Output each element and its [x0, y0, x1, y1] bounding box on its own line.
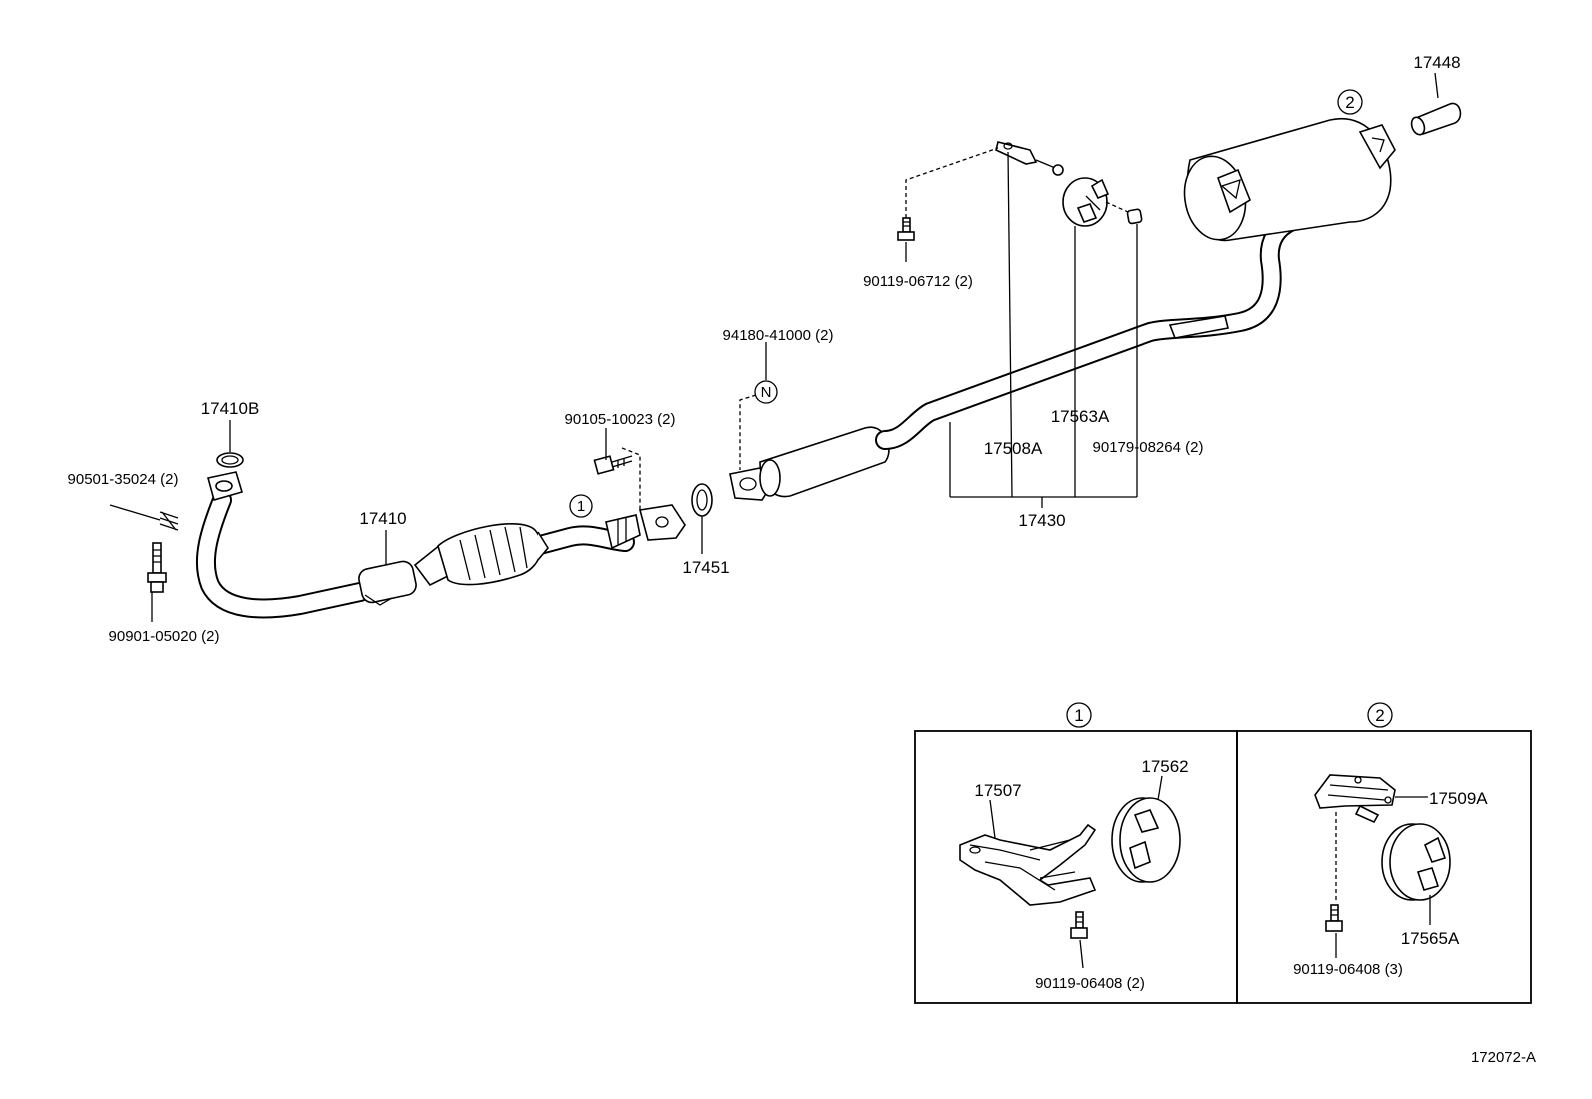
- hanger-bolt[interactable]: [897, 217, 915, 241]
- ref-1-label: 1: [577, 498, 585, 515]
- rubber-hanger-17565a[interactable]: [1381, 823, 1451, 901]
- diagram-id: 172072-A: [1471, 1049, 1536, 1066]
- ref-2-label: 2: [1345, 93, 1354, 112]
- n-mark-label: N: [761, 384, 772, 401]
- part-17509a-label: 17509A: [1429, 789, 1488, 808]
- detail-2-bolt[interactable]: [1325, 904, 1343, 932]
- part-94180-41000-label: 94180-41000 (2): [723, 327, 834, 344]
- part-17448-label: 17448: [1413, 53, 1460, 72]
- gasket-17451[interactable]: [691, 483, 713, 517]
- part-17410-label: 17410: [359, 509, 406, 528]
- ref-circle-2: 2: [1337, 89, 1363, 115]
- part-17508a-label: 17508A: [984, 439, 1043, 458]
- pipe-flange[interactable]: [605, 504, 686, 550]
- detail-box-2: 2 17509A 17565A 90119-06408 (3): [1236, 702, 1532, 1004]
- ref-circle-1: 1: [569, 494, 593, 518]
- part-labels: 17448 90119-06712 (2) 94180-41000 (2) 17…: [68, 53, 1461, 645]
- compression-spring[interactable]: [159, 511, 179, 531]
- part-90501-35024-label: 90501-35024 (2): [68, 471, 179, 488]
- part-17507-label: 17507: [974, 781, 1021, 800]
- tail-pipe-sleeve[interactable]: [1409, 102, 1462, 136]
- part-90105-10023-label: 90105-10023 (2): [565, 411, 676, 428]
- part-90119-06712-label: 90119-06712 (2): [863, 273, 973, 290]
- leader-lines: [109, 72, 1439, 622]
- part-17451-label: 17451: [682, 558, 729, 577]
- center-exhaust-pipe[interactable]: [729, 212, 1300, 501]
- main-muffler[interactable]: [1178, 117, 1396, 245]
- bracket-17507[interactable]: [959, 823, 1097, 906]
- detail-box-1: 1 17507 17562 90119-06408 (2): [914, 702, 1238, 1004]
- part-17562-label: 17562: [1141, 757, 1188, 776]
- detail-1-bolt[interactable]: [1070, 911, 1088, 939]
- detail-1-label: 1: [1074, 706, 1083, 725]
- stud-bolt[interactable]: [147, 542, 167, 593]
- part-17410b-label: 17410B: [201, 399, 260, 418]
- part-17565a-label: 17565A: [1401, 929, 1460, 948]
- detail-2-label: 2: [1375, 706, 1384, 725]
- rubber-hanger-17563a[interactable]: [1062, 177, 1110, 227]
- detail-1-bolt-label: 90119-06408 (2): [1035, 975, 1145, 992]
- part-17563a-label: 17563A: [1051, 407, 1110, 426]
- hex-nut[interactable]: [1126, 208, 1143, 225]
- new-part-mark: N: [754, 380, 778, 404]
- hanger-bracket-17508a[interactable]: [995, 141, 1064, 176]
- part-90179-08264-label: 90179-08264 (2): [1093, 439, 1204, 456]
- bracket-17509a[interactable]: [1314, 774, 1396, 824]
- catalytic-converter[interactable]: [357, 523, 549, 606]
- flange-bolt[interactable]: [593, 455, 633, 475]
- part-90901-05020-label: 90901-05020 (2): [109, 628, 220, 645]
- detail-2-bolt-label: 90119-06408 (3): [1293, 961, 1403, 978]
- part-17430-label: 17430: [1018, 511, 1065, 530]
- gasket-17410b[interactable]: [216, 452, 244, 468]
- rubber-hanger-17562[interactable]: [1111, 797, 1181, 883]
